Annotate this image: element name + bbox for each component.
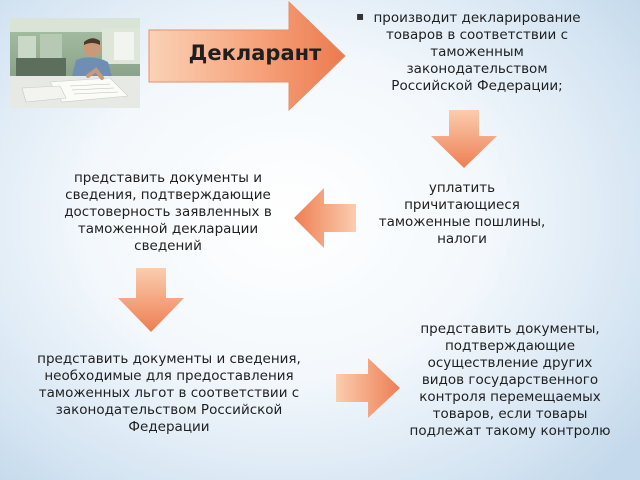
bullet-marker: ▪	[356, 9, 365, 23]
down-arrow-left	[118, 268, 184, 332]
right-arrow-bottom	[336, 358, 400, 418]
docs-authenticity-statement: представить документы и сведения, подтве…	[64, 170, 272, 254]
declarant-photo	[10, 18, 140, 108]
left-arrow-middle	[294, 188, 356, 248]
docs-control-statement: представить документы, подтверждающие ос…	[409, 321, 611, 439]
docs-benefits-statement: представить документы и сведения, необхо…	[37, 351, 301, 435]
down-arrow-right	[431, 110, 497, 168]
person-at-desk-photo-icon	[10, 18, 140, 108]
declarant-label: Декларант	[188, 41, 322, 65]
declare-statement: производит декларирование товаров в соот…	[373, 10, 581, 94]
pay-statement: уплатить причитающиеся таможенные пошлин…	[378, 180, 546, 247]
declarant-arrow	[148, 0, 346, 112]
